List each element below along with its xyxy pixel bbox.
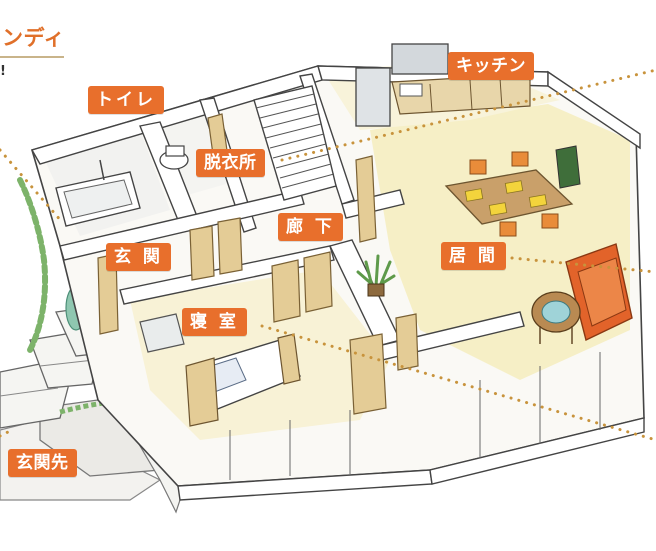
- label-corridor: 廊 下: [278, 213, 343, 241]
- bed: [185, 333, 301, 427]
- living-set: [531, 243, 633, 344]
- kitchen-units: [355, 43, 531, 127]
- dining-set: [444, 145, 581, 237]
- label-entrance: 玄 関: [106, 243, 171, 271]
- section-title-text: ンディ: [2, 26, 66, 50]
- title-exclamation: !: [0, 64, 6, 79]
- label-living-room: 居 間: [441, 242, 506, 270]
- bathtub: [55, 159, 141, 227]
- plant: [356, 254, 396, 297]
- label-bedroom: 寝 室: [182, 308, 247, 336]
- label-approach: 玄関先: [8, 449, 77, 477]
- label-dressing-room: 脱衣所: [196, 149, 265, 177]
- sink-bedroom: [139, 313, 185, 353]
- callout-lines: [0, 68, 656, 442]
- label-toilet: トイレ: [88, 86, 164, 114]
- stairs: [253, 85, 337, 201]
- section-title: ンディ: [0, 22, 66, 58]
- label-kitchen: キッチン: [448, 52, 534, 80]
- front-panels: [229, 352, 601, 480]
- doors: [97, 113, 419, 415]
- toilet: [159, 145, 189, 170]
